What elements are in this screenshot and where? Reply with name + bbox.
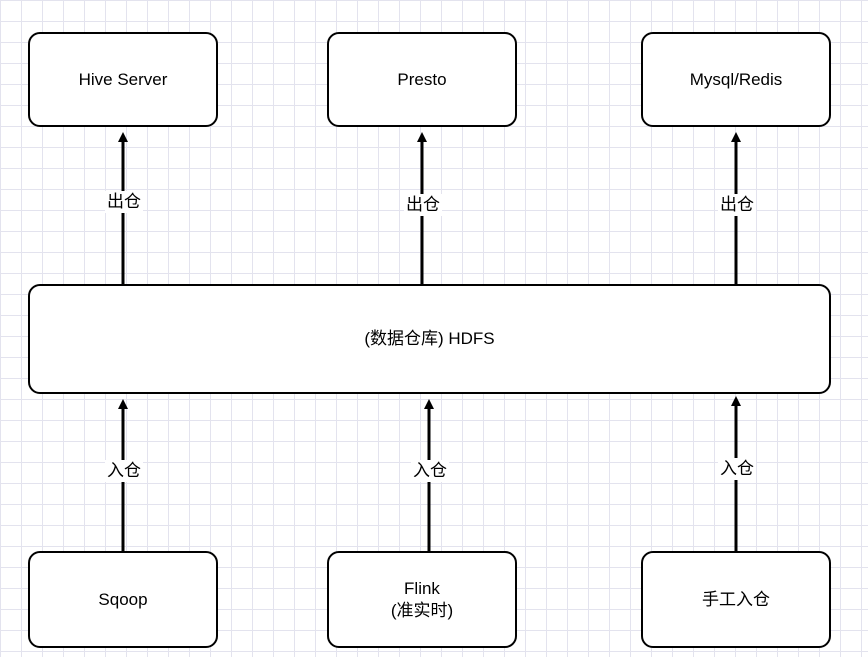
hdfs-node[interactable]: (数据仓库) HDFS — [28, 284, 831, 394]
edge-label-in-manual: 入仓 — [718, 458, 756, 480]
flink-label-line1: Flink — [404, 578, 440, 598]
manual-ingest-node[interactable]: 手工入仓 — [641, 551, 831, 648]
manual-ingest-label: 手工入仓 — [702, 589, 770, 609]
edge-label-in-flink: 入仓 — [411, 460, 449, 482]
mysql-redis-node[interactable]: Mysql/Redis — [641, 32, 831, 127]
hive-server-node[interactable]: Hive Server — [28, 32, 218, 127]
flink-label: Flink (准实时) — [391, 578, 453, 622]
presto-label: Presto — [397, 69, 447, 89]
edge-label-out-hive: 出仓 — [105, 191, 143, 213]
presto-node[interactable]: Presto — [327, 32, 517, 127]
sqoop-node[interactable]: Sqoop — [28, 551, 218, 648]
hive-server-label: Hive Server — [78, 69, 168, 89]
mysql-redis-label: Mysql/Redis — [689, 69, 783, 89]
edge-label-in-sqoop: 入仓 — [105, 460, 143, 482]
flink-label-line2: (准实时) — [390, 600, 454, 620]
hdfs-label: (数据仓库) HDFS — [364, 329, 495, 348]
edge-label-out-mysql: 出仓 — [718, 194, 756, 216]
sqoop-label: Sqoop — [98, 589, 148, 609]
edge-label-out-presto: 出仓 — [404, 194, 442, 216]
flink-node[interactable]: Flink (准实时) — [327, 551, 517, 648]
